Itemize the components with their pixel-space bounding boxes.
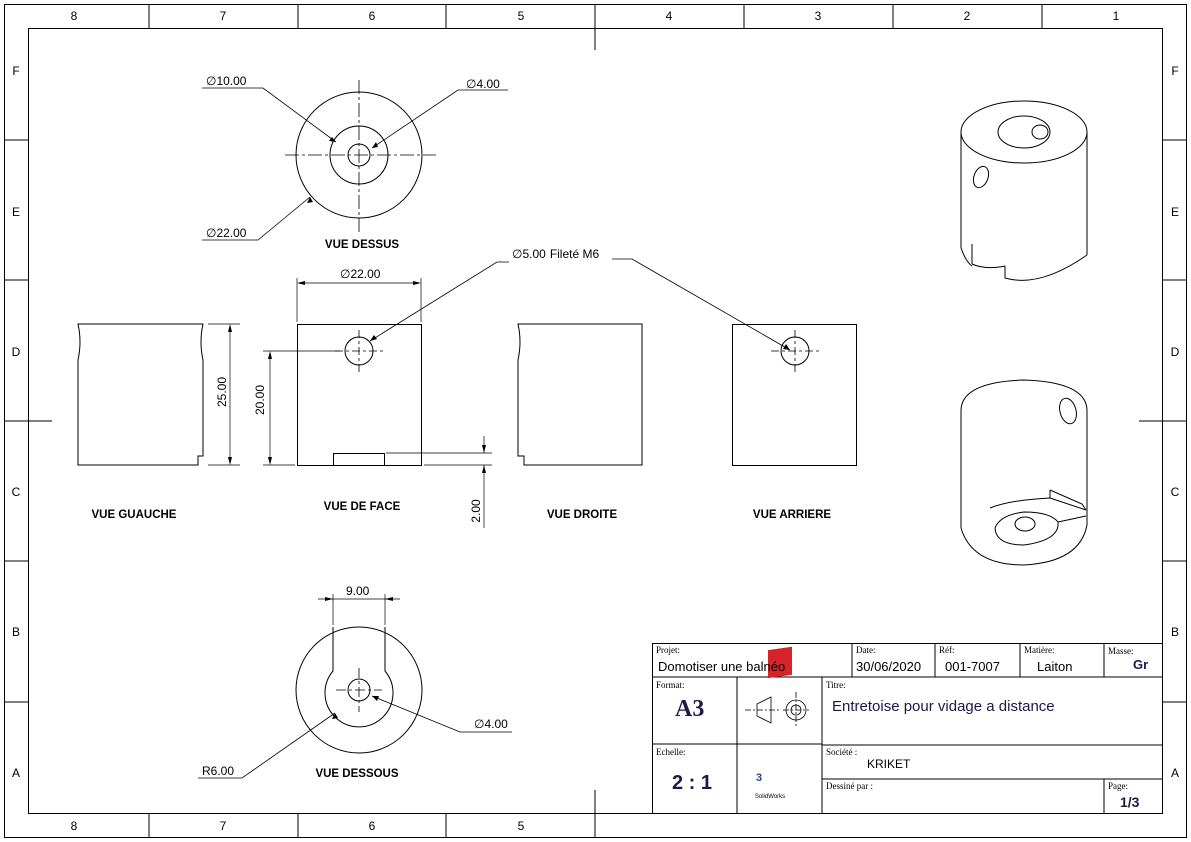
societe-label: Société : xyxy=(826,747,858,757)
dim-left-height: 25.00 xyxy=(215,377,229,407)
isometric-top xyxy=(960,100,1088,281)
ref-value: 001-7007 xyxy=(945,659,1000,674)
diameter-icon: ∅ xyxy=(466,77,476,91)
zone-col-5-bottom: 5 xyxy=(518,819,525,833)
label-front-view: VUE DE FACE xyxy=(324,501,401,513)
matiere-value: Laiton xyxy=(1037,659,1073,674)
zone-row-f: F xyxy=(12,64,19,78)
page-value: 1/3 xyxy=(1120,794,1140,810)
format-value: A3 xyxy=(675,696,705,722)
date-value: 30/06/2020 xyxy=(856,659,922,674)
zone-col-6-bottom: 6 xyxy=(369,819,376,833)
dim-bottom-d4: 4.00 xyxy=(484,717,508,731)
zone-col-8: 8 xyxy=(71,9,78,23)
zone-col-7-bottom: 7 xyxy=(220,819,227,833)
page-label: Page: xyxy=(1108,781,1128,791)
zone-row-e: E xyxy=(12,205,20,219)
title-block xyxy=(652,643,1163,814)
zone-row-b: B xyxy=(12,625,20,639)
zone-row-a-right: A xyxy=(1171,766,1179,780)
left-view xyxy=(77,323,240,466)
svg-text:∅4.00: ∅4.00 xyxy=(474,717,508,731)
diameter-icon: ∅ xyxy=(206,226,216,240)
zone-col-4: 4 xyxy=(666,9,673,23)
matiere-label: Matière: xyxy=(1024,645,1055,655)
diameter-icon: ∅ xyxy=(206,74,216,88)
logo-caption: SolidWorks xyxy=(755,794,785,800)
svg-text:3: 3 xyxy=(756,772,762,784)
thread-note: Fileté M6 xyxy=(550,247,600,261)
right-view xyxy=(517,323,643,466)
projet-value: Domotiser une balnéo xyxy=(658,659,786,674)
dim-front-width: 22.00 xyxy=(350,267,380,281)
echelle-label: Echelle: xyxy=(656,747,686,757)
zone-row-b-right: B xyxy=(1171,625,1179,639)
zone-col-7: 7 xyxy=(220,9,227,23)
zone-row-e-right: E xyxy=(1171,205,1179,219)
isometric-bottom xyxy=(960,379,1088,566)
zone-row-a: A xyxy=(12,766,20,780)
dim-top-d10: 10.00 xyxy=(216,74,246,88)
zone-row-d-right: D xyxy=(1171,345,1180,359)
dim-thread-d5: 5.00 xyxy=(522,247,546,261)
zone-col-8-bottom: 8 xyxy=(71,819,78,833)
dim-front-hole-height: 20.00 xyxy=(253,385,267,415)
zone-col-2: 2 xyxy=(964,9,971,23)
zone-col-1: 1 xyxy=(1113,9,1120,23)
label-left-view: VUE GUAUCHE xyxy=(92,509,177,521)
dim-bottom-slot-width: 9.00 xyxy=(346,584,370,598)
svg-text:∅4.00: ∅4.00 xyxy=(466,77,500,91)
svg-text:∅22.00: ∅22.00 xyxy=(340,267,381,281)
label-bottom-view: VUE DESSOUS xyxy=(315,768,398,780)
back-view xyxy=(732,324,857,466)
label-top-view: VUE DESSUS xyxy=(325,239,399,251)
bottom-view xyxy=(198,594,512,779)
front-view xyxy=(263,258,791,528)
solidworks-logo-icon: SW 3 SolidWorks xyxy=(755,646,792,800)
svg-text:∅22.00: ∅22.00 xyxy=(206,226,247,240)
format-label: Format: xyxy=(656,680,685,690)
ref-label: Réf: xyxy=(939,645,955,655)
dim-top-d22: 22.00 xyxy=(216,226,246,240)
echelle-value: 2 : 1 xyxy=(672,772,713,794)
zone-col-3: 3 xyxy=(815,9,822,23)
masse-value: Gr xyxy=(1133,657,1149,672)
label-right-view: VUE DROITE xyxy=(547,509,618,521)
zone-col-5: 5 xyxy=(518,9,525,23)
dim-bottom-radius: R6.00 xyxy=(202,764,234,778)
zone-row-c-right: C xyxy=(1171,485,1180,499)
top-view xyxy=(202,80,508,241)
zone-row-c: C xyxy=(12,485,21,499)
diameter-icon: ∅ xyxy=(474,717,484,731)
societe-value: KRIKET xyxy=(867,757,911,771)
logo-text: SW xyxy=(769,769,792,785)
label-back-view: VUE ARRIERE xyxy=(753,509,831,521)
titre-label: Titre: xyxy=(826,680,846,690)
masse-label: Masse: xyxy=(1108,646,1134,656)
projection-symbol-icon xyxy=(745,692,809,728)
titre-value: Entretoise pour vidage a distance xyxy=(832,698,1055,715)
projet-label: Projet: xyxy=(656,645,680,655)
zone-row-f-right: F xyxy=(1171,64,1178,78)
dim-slot-depth: 2.00 xyxy=(469,499,483,523)
inner-frame xyxy=(28,28,1163,814)
zone-row-d: D xyxy=(12,345,21,359)
svg-text:∅10.00: ∅10.00 xyxy=(206,74,247,88)
diameter-icon: ∅ xyxy=(512,247,522,261)
zone-col-6: 6 xyxy=(369,9,376,23)
date-label: Date: xyxy=(856,645,876,655)
dim-top-d4: 4.00 xyxy=(476,77,500,91)
diameter-icon: ∅ xyxy=(340,267,350,281)
dessine-label: Dessiné par : xyxy=(826,781,873,791)
